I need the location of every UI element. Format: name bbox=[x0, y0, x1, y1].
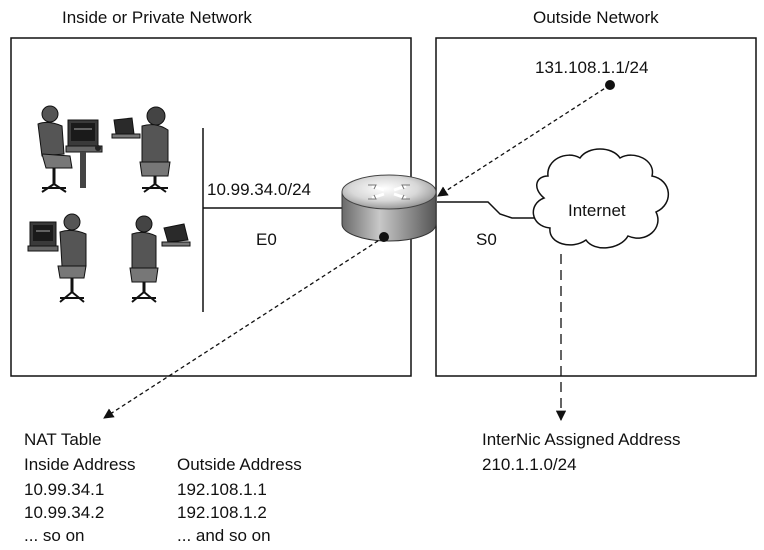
nat-row-outside: 192.108.1.2 bbox=[177, 503, 267, 522]
inbound-translation-arrow bbox=[437, 84, 611, 197]
workstation-user-icon bbox=[37, 105, 103, 193]
inside-subnet-label: 10.99.34.0/24 bbox=[207, 180, 311, 199]
nat-row-inside: 10.99.34.2 bbox=[24, 503, 105, 522]
router-icon bbox=[341, 174, 437, 242]
nat-row-outside: ... and so on bbox=[177, 526, 271, 545]
nat-table-title: NAT Table bbox=[24, 430, 102, 449]
router-nat-node bbox=[379, 232, 389, 242]
laptop-user-icon bbox=[129, 215, 191, 303]
outside-host-address: 131.108.1.1/24 bbox=[535, 58, 649, 77]
laptop-user-icon bbox=[111, 106, 171, 193]
internic-title: InterNic Assigned Address bbox=[482, 430, 681, 449]
internic-address: 210.1.1.0/24 bbox=[482, 455, 577, 474]
nat-inside-header: Inside Address bbox=[24, 455, 136, 474]
e0-interface-label: E0 bbox=[256, 230, 277, 249]
s0-interface-label: S0 bbox=[476, 230, 497, 249]
internet-cloud-label: Internet bbox=[568, 201, 626, 220]
outside-network-title: Outside Network bbox=[533, 8, 659, 27]
nat-row-inside: 10.99.34.1 bbox=[24, 480, 105, 499]
nat-row-outside: 192.108.1.1 bbox=[177, 480, 267, 499]
internet-cloud-icon bbox=[532, 148, 670, 249]
s0-serial-link bbox=[437, 201, 540, 219]
nat-row-inside: ... so on bbox=[24, 526, 85, 545]
nat-outside-header: Outside Address bbox=[177, 455, 302, 474]
inside-network-title: Inside or Private Network bbox=[62, 8, 252, 27]
workstation-user-icon bbox=[27, 213, 87, 303]
outside-host-node bbox=[605, 80, 615, 90]
